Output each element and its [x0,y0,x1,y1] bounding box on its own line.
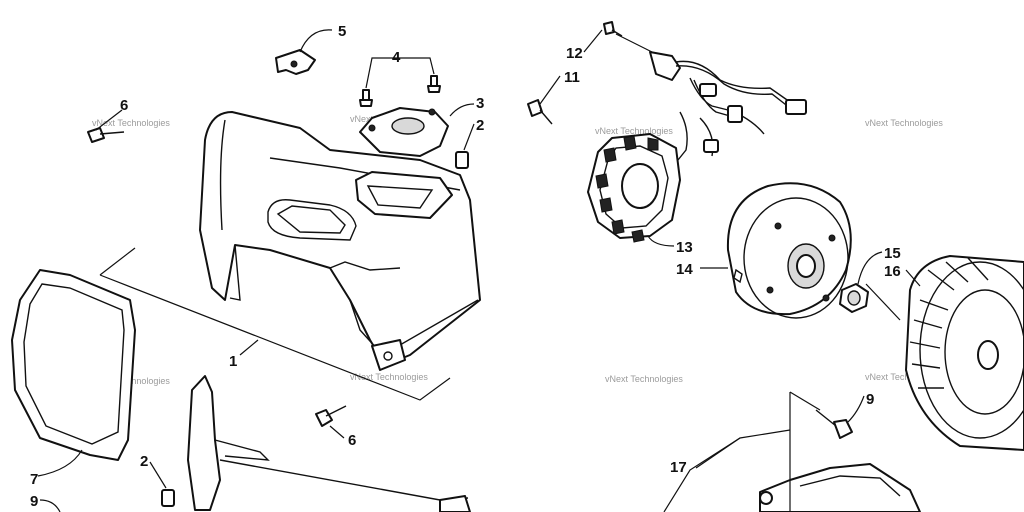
screws-part-4 [359,75,441,107]
wiring-harness [649,51,807,161]
callout-16: 16 [884,263,901,280]
callout-6-lower: 6 [348,432,356,449]
watermark-8: vNext Technologies [865,372,943,382]
watermark-4: vNext Technologies [865,118,943,128]
screw-part-12 [603,21,623,37]
leader-lines [37,29,921,512]
callout-2-lower: 2 [140,453,148,470]
callout-2-upper: 2 [476,117,484,134]
bolt-part-9 [815,409,853,439]
callout-14: 14 [676,261,693,278]
callout-7: 7 [30,471,38,488]
fan-part-16 [905,255,1024,451]
callout-13: 13 [676,239,693,256]
blower-housing [199,111,481,371]
watermark-6: vNext Technologies [350,372,428,382]
callout-5: 5 [338,23,346,40]
callout-4: 4 [392,49,401,66]
callout-1: 1 [229,353,237,370]
gasket-part-7 [11,269,136,461]
nut-part-15 [839,283,869,313]
callout-6-upper: 6 [120,97,128,114]
flywheel-part-14 [726,182,852,319]
cover-plate [359,107,449,157]
callout-12: 12 [566,45,583,62]
callout-9-right: 9 [866,391,874,408]
bracket-part-5 [275,49,316,75]
housing-part-17 [759,463,921,512]
watermark-3: vNext Technologies [595,126,673,136]
callouts: 1 2 2 3 4 5 6 6 7 9 9 11 12 13 14 15 16 … [30,23,901,510]
callout-15: 15 [884,245,901,262]
callout-3: 3 [476,95,484,112]
watermark-1: vNext Technologies [92,118,170,128]
bolts-part-6 [87,127,347,427]
callout-11: 11 [564,69,580,86]
callout-9-left: 9 [30,493,38,510]
lower-shroud [187,375,471,512]
clip-nut-part-2 [161,151,469,507]
bolt-part-11 [527,99,553,125]
watermark-7: vNext Technologies [605,374,683,384]
stator-part-13 [587,133,681,243]
callout-17: 17 [670,459,687,476]
